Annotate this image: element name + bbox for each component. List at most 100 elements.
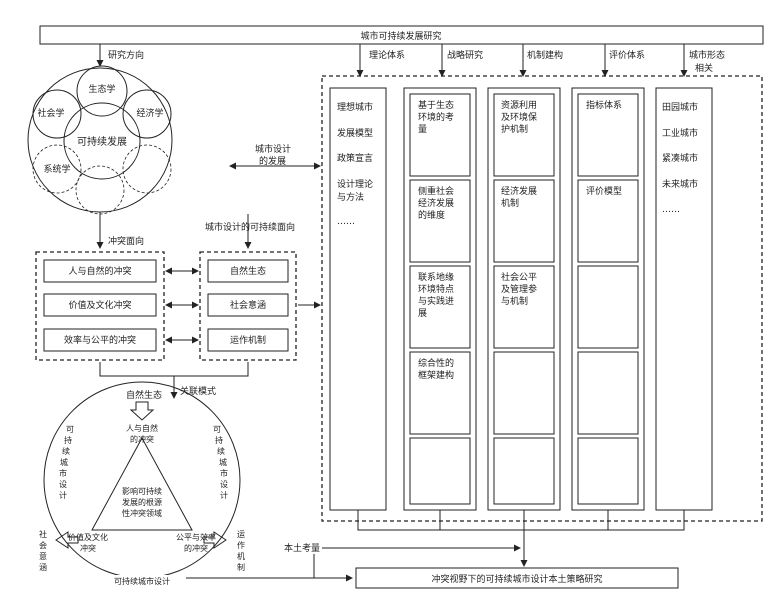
right-side-4: 制 [237,562,245,572]
right-arc-5: 市 [220,468,228,478]
conflict-3: 效率与公平的冲突 [64,334,136,346]
aspect-1: 自然生态 [230,265,266,277]
strategy-2-3: 的维度 [418,209,445,221]
relation-triangle [91,436,193,531]
left-arc-2: 持 [64,435,72,445]
urban-design-dev-1: 城市设计 [255,143,291,155]
strategy-3-4: 展 [418,308,427,319]
top-title-box [39,25,764,45]
morph-3: 紧凑城市 [662,152,698,164]
left-arc-1: 可 [66,425,74,434]
petal-systems: 系统学 [43,163,70,175]
strategy-2-2: 经济发展 [418,197,454,209]
left-side-1: 社 [39,529,47,539]
col-head-strategy: 战略研究 [447,49,483,61]
tri-top-inner-2: 的冲突 [130,434,154,444]
morph-5: …… [662,205,680,215]
left-arc-7: 计 [59,490,67,500]
assoc-label: 关联模式 [180,385,216,397]
right-arc-6: 设 [220,479,228,489]
mechanism-1-1: 资源利用 [501,99,537,111]
col-head-theory: 理论体系 [369,49,405,61]
evaluation-1: 指标体系 [586,99,622,111]
theory-2: 发展模型 [337,127,373,139]
theory-column [329,87,387,511]
strategy-3-1: 联系地缘 [418,271,454,283]
strategy-4-1: 综合性的 [418,357,454,369]
left-arc-6: 设 [59,479,67,489]
tri-center-2: 发展的根源 [122,497,162,507]
tri-top-label: 自然生态 [126,389,162,401]
mechanism-3-3: 与机制 [501,295,528,307]
mechanism-2-2: 机制 [501,197,519,209]
right-arc-1: 可 [213,425,221,434]
mechanism-3-2: 及管理参 [501,283,537,295]
aspect-3: 运作机制 [230,334,266,346]
mechanism-1-3: 护机制 [501,123,528,135]
framework-group [321,75,763,522]
aspect-2: 社会意涵 [230,299,266,311]
right-side-1: 运 [237,530,245,539]
strategy-3-3: 与实践进 [418,295,454,307]
tri-center-3: 性冲突领域 [122,508,162,518]
right-arc-4: 城 [219,458,227,467]
tri-top-inner-1: 人与自然 [126,423,158,433]
urban-design-dev-2: 的发展 [259,155,286,167]
left-arc-4: 城 [60,458,68,467]
bottom-arc-label: 可持续城市设计 [114,576,170,586]
left-side-4: 涵 [39,563,47,572]
left-side-3: 意 [39,551,47,561]
strategy-1-3: 量 [418,124,427,135]
right-arc-2: 持 [215,435,223,445]
right-side-2: 作 [237,540,245,550]
left-branch-label: 研究方向 [108,49,144,61]
conflict-label: 冲突面向 [108,235,144,247]
tri-br-2: 的冲突 [184,543,208,553]
mechanism-1-2: 及环境保 [501,111,537,123]
theory-6: …… [337,217,355,227]
final-title: 冲突视野下的可持续城市设计本土策略研究 [431,573,602,585]
circle-center-label: 可持续发展 [77,135,127,148]
tri-bl-2: 冲突 [80,543,96,553]
theory-3: 政策宣言 [337,152,373,164]
evaluation-2: 评价模型 [586,186,622,197]
morph-2: 工业城市 [662,127,698,139]
right-arc-3: 续 [217,446,225,456]
petal-economics: 经济学 [136,107,163,119]
theory-4: 设计理论 [337,178,373,190]
left-side-2: 会 [39,540,47,550]
morph-1: 田园城市 [662,101,698,113]
tri-center-1: 影响可持续 [122,486,162,496]
col-head-evaluation: 评价体系 [609,49,645,61]
left-arc-3: 续 [62,446,70,456]
strategy-4-2: 框架建构 [418,369,454,381]
col-head-morphology-2: 相关 [695,62,713,74]
local-label: 本土考量 [284,542,320,554]
col-head-morphology: 城市形态 [689,49,725,61]
left-arc-5: 市 [59,468,67,478]
relation-circle [43,381,241,579]
top-title: 城市可持续发展研究 [360,30,441,42]
morph-4: 未来城市 [662,178,698,190]
center-circle [63,102,141,180]
mechanism-3-1: 社会公平 [501,271,537,283]
tri-br-1: 公平与效率 [176,532,216,542]
conflict-group [35,251,165,361]
sustain-label: 城市设计的可持续面向 [205,221,295,233]
petal-sociology: 社会学 [37,107,64,119]
col-head-mechanism: 机制建构 [527,49,563,61]
right-side-3: 机 [237,551,245,561]
right-arc-7: 计 [220,490,228,500]
morphology-column [655,87,713,511]
tri-bl-1: 价值及文化 [68,532,108,542]
aspect-group [199,251,297,361]
strategy-1-2: 环境的考 [418,111,454,123]
mechanism-2-1: 经济发展 [501,185,537,197]
conflict-2: 价值及文化冲突 [68,299,131,311]
conflict-1: 人与自然的冲突 [68,265,131,277]
final-box [355,567,679,589]
theory-5: 与方法 [337,191,364,203]
theory-1: 理想城市 [337,101,373,113]
strategy-2-1: 侧重社会 [418,185,454,197]
